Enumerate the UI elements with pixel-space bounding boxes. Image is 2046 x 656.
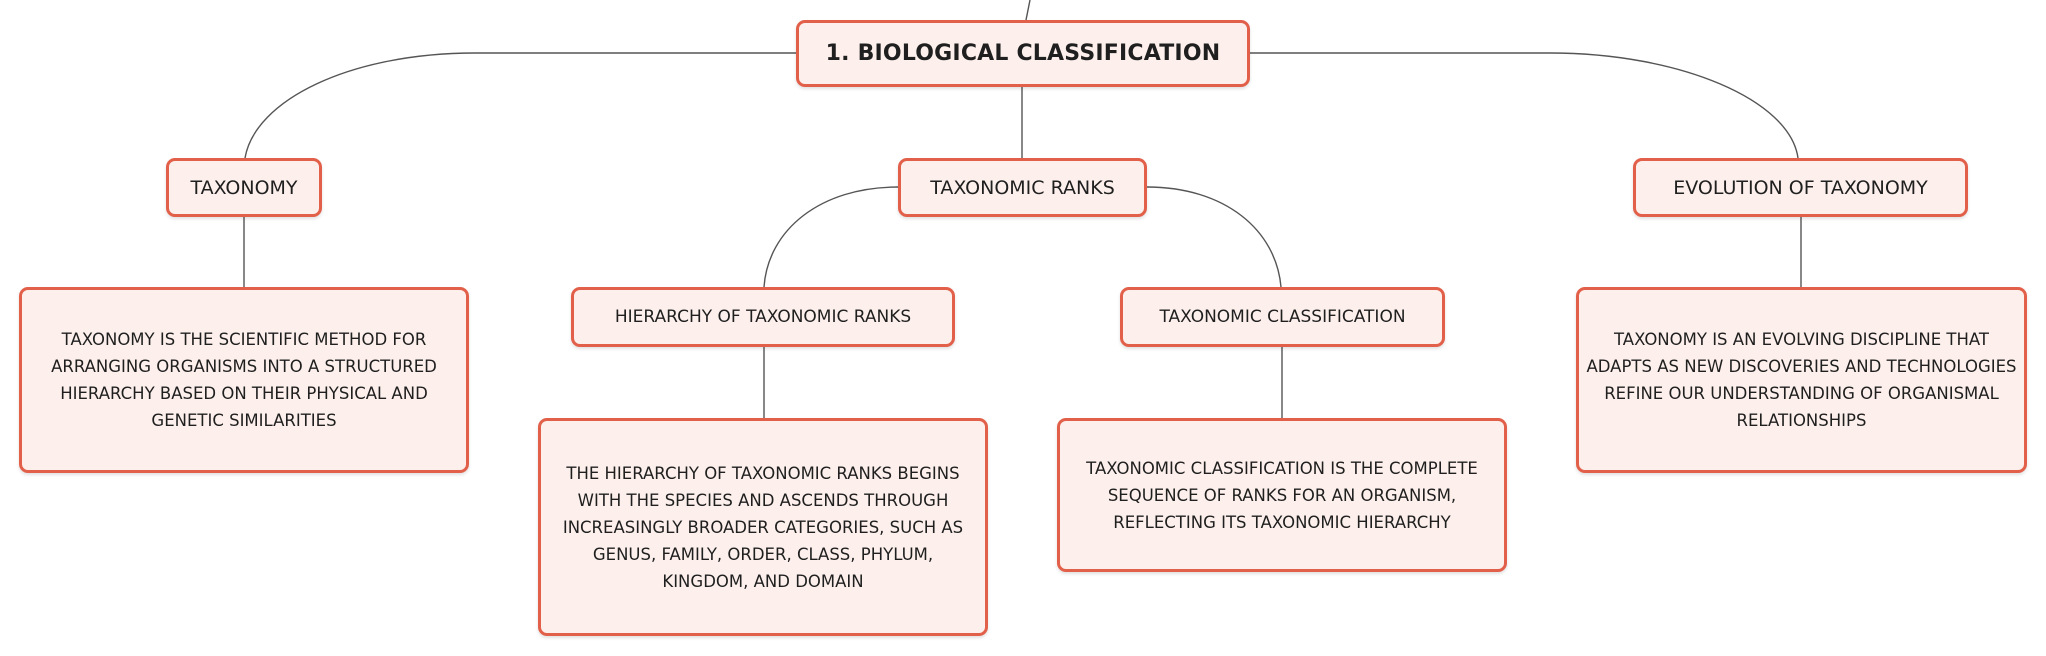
description-node-taxonomy[interactable]: TAXONOMY IS THE SCIENTIFIC METHOD FOR AR… xyxy=(19,287,469,473)
subtopic-node-label: HIERARCHY OF TAXONOMIC RANKS xyxy=(614,307,912,327)
description-node-taxonomic-classification[interactable]: TAXONOMIC CLASSIFICATION IS THE COMPLETE… xyxy=(1057,418,1507,572)
connector-root-to-evolution xyxy=(1250,52,1799,159)
description-node-evolution-of-taxonomy[interactable]: TAXONOMY IS AN EVOLVING DISCIPLINE THAT … xyxy=(1576,287,2027,473)
description-text: THE HIERARCHY OF TAXONOMIC RANKS BEGINS … xyxy=(562,463,964,591)
topic-node-taxonomic-ranks[interactable]: TAXONOMIC RANKS xyxy=(898,158,1147,217)
subtopic-node-hierarchy-of-taxonomic-ranks[interactable]: HIERARCHY OF TAXONOMIC RANKS xyxy=(571,287,955,347)
root-node[interactable]: 1. BIOLOGICAL CLASSIFICATION xyxy=(796,20,1250,87)
description-text: TAXONOMY IS AN EVOLVING DISCIPLINE THAT … xyxy=(1586,330,2017,430)
topic-node-taxonomy[interactable]: TAXONOMY xyxy=(166,158,322,217)
topic-node-label: TAXONOMIC RANKS xyxy=(930,176,1115,199)
root-node-label: 1. BIOLOGICAL CLASSIFICATION xyxy=(825,41,1221,66)
topic-node-label: TAXONOMY xyxy=(190,176,298,199)
subtopic-node-taxonomic-classification[interactable]: TAXONOMIC CLASSIFICATION xyxy=(1120,287,1445,347)
connector-ranks-to-hierarchy xyxy=(763,186,899,288)
subtopic-node-label: TAXONOMIC CLASSIFICATION xyxy=(1159,307,1406,327)
connector-ranks-to-classification xyxy=(1146,186,1282,288)
connector-root-to-taxonomy xyxy=(244,52,796,159)
description-node-hierarchy-of-taxonomic-ranks[interactable]: THE HIERARCHY OF TAXONOMIC RANKS BEGINS … xyxy=(538,418,988,636)
connector-parent-to-root xyxy=(1025,0,1031,21)
description-text: TAXONOMY IS THE SCIENTIFIC METHOD FOR AR… xyxy=(51,330,437,430)
description-text: TAXONOMIC CLASSIFICATION IS THE COMPLETE… xyxy=(1086,458,1478,532)
topic-node-label: EVOLUTION OF TAXONOMY xyxy=(1673,176,1928,199)
topic-node-evolution-of-taxonomy[interactable]: EVOLUTION OF TAXONOMY xyxy=(1633,158,1968,217)
